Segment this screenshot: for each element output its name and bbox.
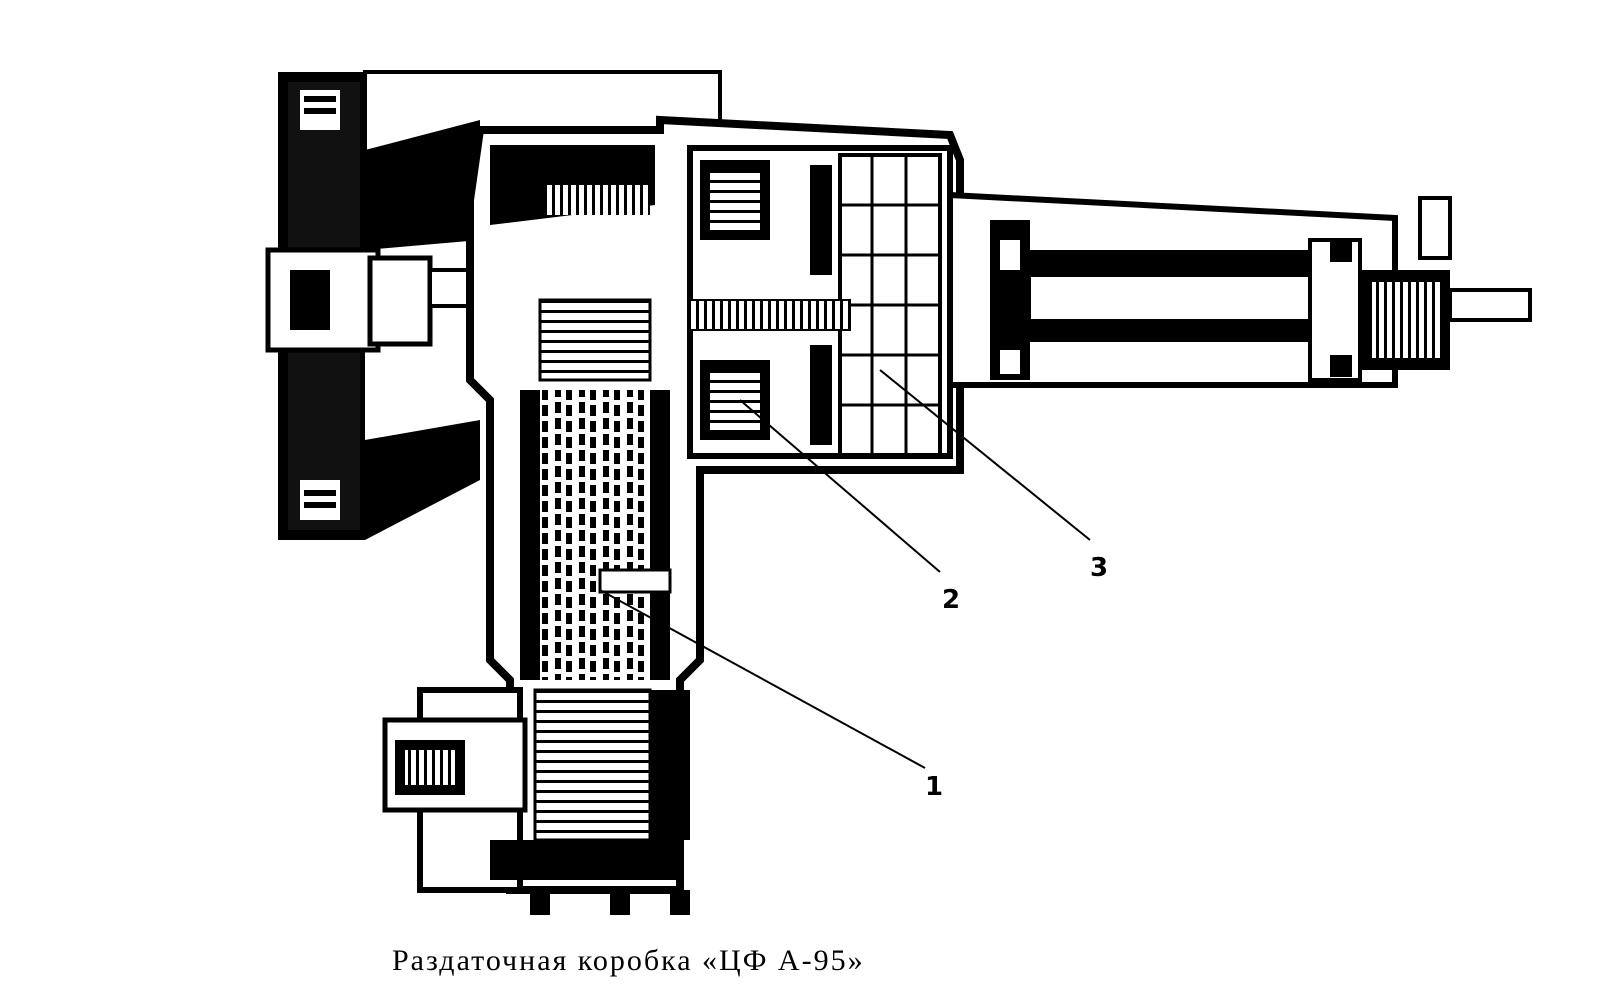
leader-lines	[599, 369, 1091, 769]
differential-housing	[687, 145, 953, 459]
callout-3: 3	[1090, 553, 1108, 583]
callout-2: 2	[942, 585, 960, 615]
leader-line-3	[879, 369, 1091, 541]
leader-line-1	[599, 589, 926, 769]
figure-caption: Раздаточная коробка «ЦФ А-95»	[392, 944, 865, 977]
leader-line-2	[739, 399, 941, 573]
front-output-assembly	[382, 687, 690, 915]
output-shaft-tube	[947, 191, 1532, 388]
callout-1: 1	[925, 772, 943, 802]
